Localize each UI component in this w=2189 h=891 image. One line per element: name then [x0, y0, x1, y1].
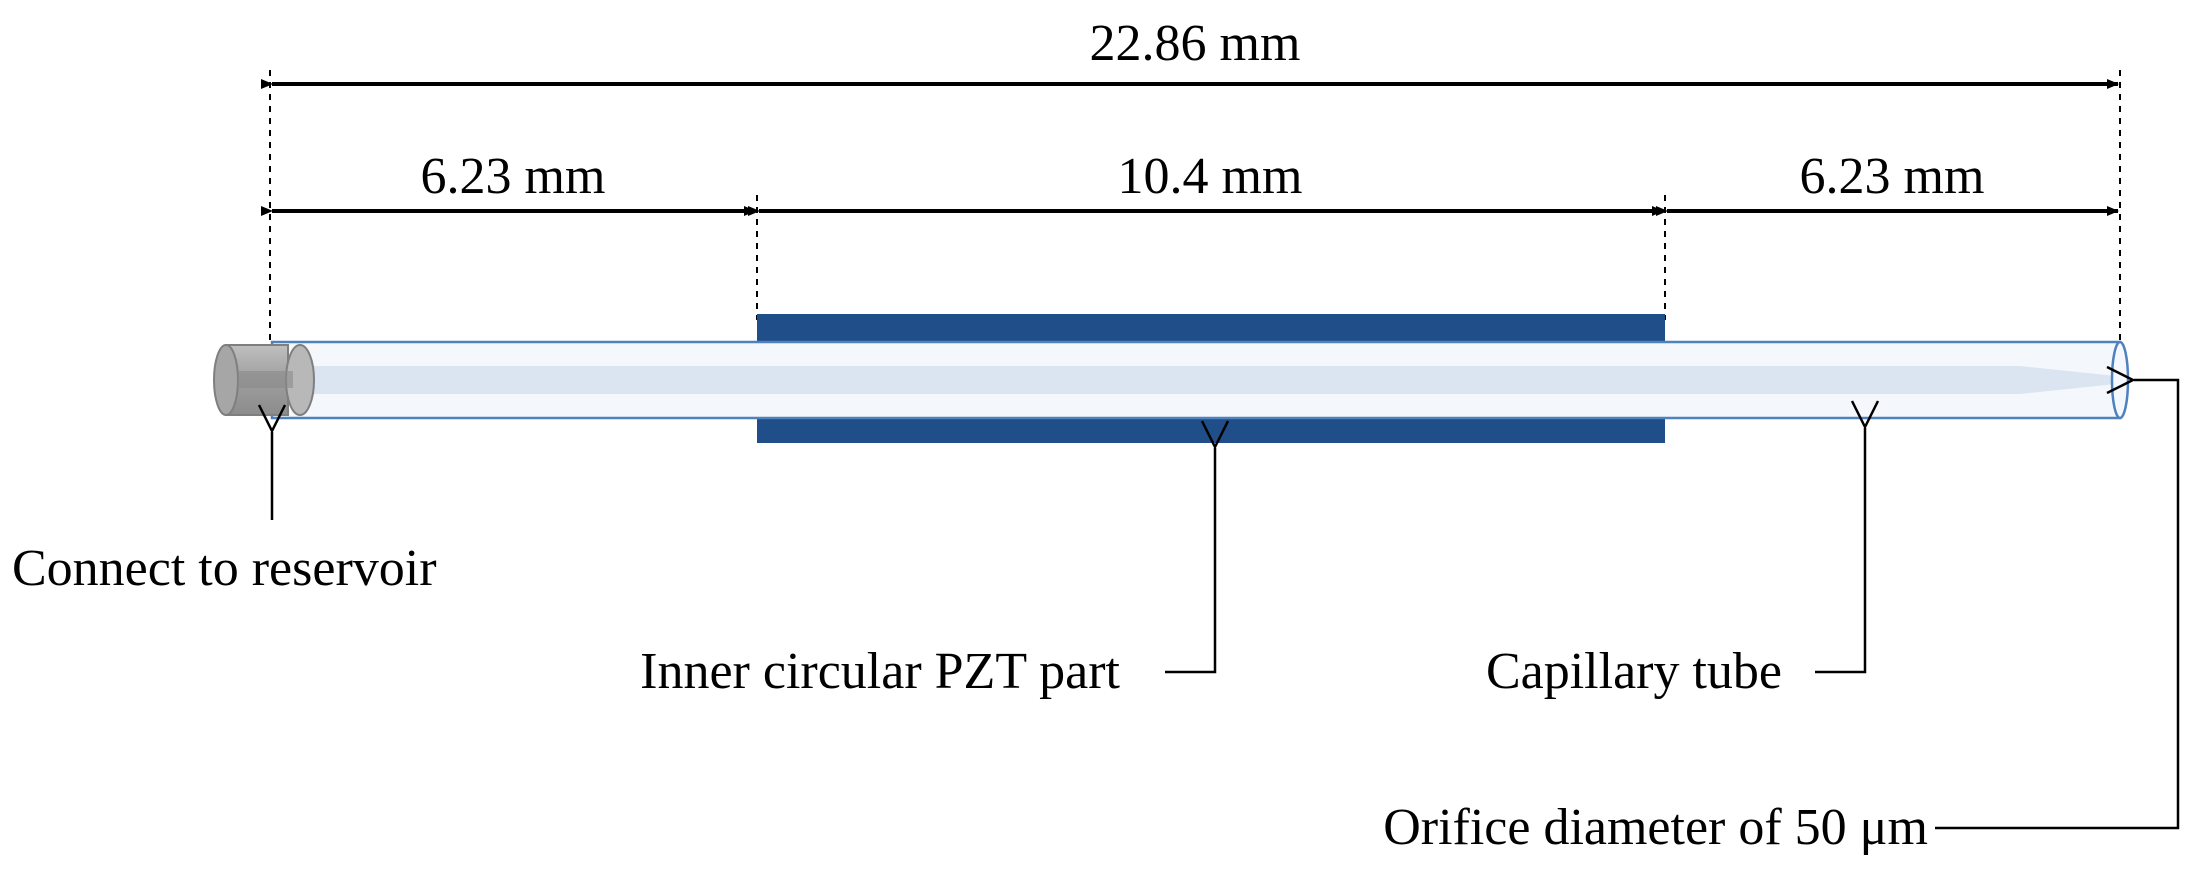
capillary-callout-label: Capillary tube: [1486, 643, 1782, 700]
pzt-callout-label: Inner circular PZT part: [640, 643, 1120, 700]
connector-channel: [238, 371, 293, 388]
reservoir-callout-label: Connect to reservoir: [12, 540, 437, 597]
middle-section-label: 10.4 mm: [1118, 148, 1303, 205]
dimension-arrows: [261, 79, 2119, 216]
extension-lines: [269, 70, 2121, 345]
pzt-leader: [1165, 448, 1215, 674]
tube-end-face: [2110, 340, 2130, 420]
connector-back-face: [213, 344, 239, 416]
tube-inner-channel: [280, 366, 2116, 394]
callout-leaders: [272, 380, 2180, 830]
total-length-label: 22.86 mm: [1090, 15, 1301, 72]
orifice-callout-label: Orifice diameter of 50 μm: [1383, 799, 1928, 856]
pzt-part: [757, 314, 1665, 443]
orifice-leader: [1935, 380, 2180, 830]
reservoir-connector: [213, 344, 315, 416]
capillary-leader: [1815, 428, 1865, 674]
capillary-tube: [270, 340, 2130, 420]
right-section-label: 6.23 mm: [1800, 148, 1985, 205]
pzt-top-band: [757, 314, 1665, 342]
left-section-label: 6.23 mm: [421, 148, 606, 205]
